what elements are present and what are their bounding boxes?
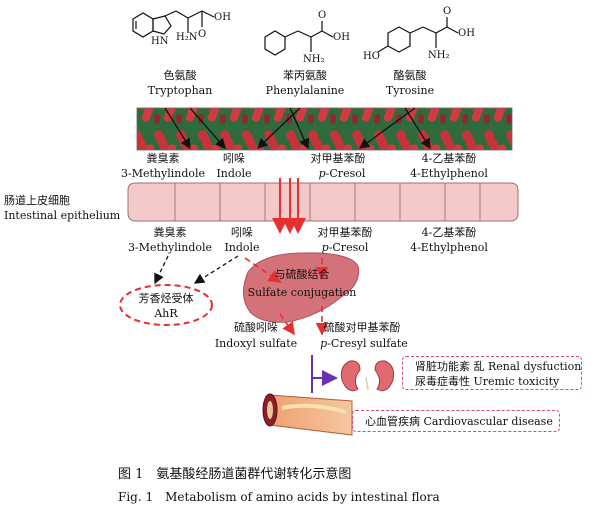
p-italic: p (320, 337, 328, 350)
p-italic: p (318, 167, 326, 180)
phenylalanine-cn: 苯丙氨酸 (283, 69, 327, 82)
skatole-cn-top: 粪臭素 (146, 152, 180, 165)
ahr-ellipse (119, 284, 213, 326)
caption-en: Fig. 1 Metabolism of amino acids by inte… (118, 490, 440, 504)
tyrosine-en: Tyrosine (385, 84, 435, 97)
p-cresol-rest: -Cresol (325, 167, 366, 180)
tyrosine-o-label: O (443, 6, 452, 17)
kidney-icon (340, 360, 395, 392)
bacteria-micrograph (136, 107, 513, 151)
liver-cn: 与硫酸结合 (274, 268, 330, 281)
cardio-outcome-box: 心血管疾病 Cardiovascular disease (352, 410, 560, 432)
skatole-cn-bottom: 粪臭素 (153, 226, 187, 239)
tyrosine-nh2-label: NH₂ (428, 50, 450, 61)
tyrosine-structure (377, 17, 459, 53)
indoxyl-sulfate-cn: 硫酸吲哚 (234, 321, 278, 334)
liver-en: Sulfate conjugation (247, 286, 357, 299)
indole-en-top: Indole (216, 167, 252, 180)
epithelium-en: Intestinal epithelium (4, 209, 121, 222)
tryptophan-o-label: O (198, 29, 207, 40)
tryptophan-h2n-label: H₂N (176, 32, 198, 43)
phenylalanine-en: Phenylalanine (265, 84, 345, 97)
tryptophan-oh-label: OH (214, 12, 231, 23)
red-transport-arrows (272, 178, 306, 234)
skatole-en-bottom: 3-Methylindole (127, 241, 213, 254)
caption-cn: 图 1 氨基酸经肠道菌群代谢转化示意图 (118, 467, 352, 482)
epithelium-cn: 肠道上皮细胞 (4, 194, 70, 207)
p-cresol-rest: -Cresol (328, 241, 369, 254)
ethylphenol-cn-bottom: 4-乙基苯酚 (421, 226, 477, 239)
indoxyl-sulfate-en: Indoxyl sulfate (214, 337, 298, 350)
ethylphenol-cn-top: 4-乙基苯酚 (421, 152, 477, 165)
cardio-line: 心血管疾病 Cardiovascular disease (365, 415, 553, 428)
phenylalanine-structure (264, 21, 334, 56)
p-cresyl-sulfate-en: p-Cresyl sulfate (314, 337, 414, 350)
tryptophan-structure (132, 10, 215, 38)
p-italic: p (321, 241, 329, 254)
tryptophan-cn: 色氨酸 (163, 69, 197, 82)
indole-cn-bottom: 吲哚 (231, 226, 253, 239)
tyrosine-oh-label: OH (458, 28, 475, 39)
phenylalanine-oh-label: OH (333, 32, 350, 43)
ahr-cn: 芳香烃受体 (138, 292, 194, 305)
renal-line-2: 尿毒症毒性 Uremic toxicity (415, 375, 560, 388)
p-cresol-en-bottom: p-Cresol (315, 241, 375, 254)
p-cresyl-sulfate-cn: 硫酸对甲基苯酚 (323, 321, 401, 334)
ahr-arrows (154, 255, 239, 285)
tyrosine-ho-label: HO (363, 51, 380, 62)
tyrosine-cn: 酪氨酸 (393, 69, 427, 82)
p-cresol-en-top: p-Cresol (312, 167, 372, 180)
black-conversion-arrows (164, 107, 431, 150)
tryptophan-hn-label: HN (151, 36, 169, 47)
liver-shape (243, 252, 360, 323)
phenylalanine-o-label: O (318, 10, 327, 21)
indole-en-bottom: Indole (224, 241, 260, 254)
tryptophan-en: Tryptophan (147, 84, 213, 97)
ethylphenol-en-bottom: 4-Ethylphenol (410, 241, 488, 254)
skatole-en-top: 3-Methylindole (120, 167, 206, 180)
blood-vessel-icon (262, 393, 353, 436)
p-cresol-cn-top: 对甲基苯酚 (310, 152, 366, 165)
renal-line-1: 肾脏功能紊 乱 Renal dysfuction (415, 360, 582, 373)
ahr-en: AhR (154, 307, 178, 320)
p-cresyl-sulfate-rest: -Cresyl sulfate (327, 337, 408, 350)
phenylalanine-nh2-label: NH₂ (303, 54, 325, 65)
intestinal-epithelium (127, 182, 519, 222)
red-dashed-arrows (244, 257, 329, 336)
renal-outcome-box: 肾脏功能紊 乱 Renal dysfuction 尿毒症毒性 Uremic to… (402, 356, 582, 390)
indole-cn-top: 吲哚 (223, 152, 245, 165)
purple-arrows (311, 355, 338, 393)
ethylphenol-en-top: 4-Ethylphenol (410, 167, 488, 180)
p-cresol-cn-bottom: 对甲基苯酚 (317, 226, 373, 239)
